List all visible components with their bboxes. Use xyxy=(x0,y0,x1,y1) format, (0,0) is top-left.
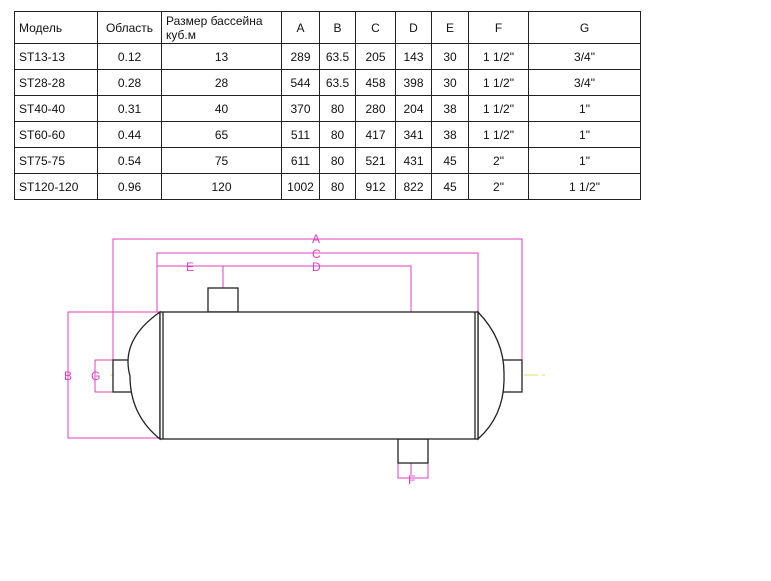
table-cell: 80 xyxy=(319,147,356,174)
bottom-nozzle xyxy=(397,438,429,464)
table-cell: 0.44 xyxy=(97,121,162,148)
header-c: C xyxy=(355,11,396,44)
table-cell: 912 xyxy=(355,173,396,200)
header-g: G xyxy=(528,11,641,44)
label-d: D xyxy=(312,260,321,274)
label-e: E xyxy=(186,260,194,274)
table-cell: 80 xyxy=(319,173,356,200)
table-cell: 1 1/2" xyxy=(468,69,529,96)
table-cell: ST28-28 xyxy=(14,69,98,96)
header-b: B xyxy=(319,11,356,44)
label-g: G xyxy=(91,369,100,383)
header-model: Модель xyxy=(14,11,98,44)
table-cell: 3/4" xyxy=(528,43,641,70)
table-cell: 611 xyxy=(281,147,320,174)
table-cell: 1 1/2" xyxy=(468,43,529,70)
top-nozzle xyxy=(207,287,239,313)
table-cell: 0.96 xyxy=(97,173,162,200)
spec-table: Модель Область Размер бассейна куб.м A B… xyxy=(14,11,641,200)
table-cell: ST120-120 xyxy=(14,173,98,200)
table-header-row: Модель Область Размер бассейна куб.м A B… xyxy=(14,11,641,44)
table-cell: 40 xyxy=(161,95,282,122)
table-cell: 0.12 xyxy=(97,43,162,70)
tank-body xyxy=(159,311,479,440)
label-f: F xyxy=(408,473,415,487)
header-f: F xyxy=(468,11,529,44)
table-cell: 204 xyxy=(395,95,432,122)
table-cell: 30 xyxy=(431,69,469,96)
table-cell: 3/4" xyxy=(528,69,641,96)
table-cell: 431 xyxy=(395,147,432,174)
left-head xyxy=(127,310,161,441)
table-cell: 1" xyxy=(528,121,641,148)
table-cell: ST13-13 xyxy=(14,43,98,70)
label-b: B xyxy=(64,369,72,383)
table-cell: 1 1/2" xyxy=(528,173,641,200)
table-cell: 65 xyxy=(161,121,282,148)
table-cell: 417 xyxy=(355,121,396,148)
table-cell: 280 xyxy=(355,95,396,122)
tank xyxy=(112,287,523,464)
table-cell: 0.31 xyxy=(97,95,162,122)
header-d: D xyxy=(395,11,432,44)
label-c: C xyxy=(312,247,321,261)
table-cell: 521 xyxy=(355,147,396,174)
header-area: Область xyxy=(97,11,162,44)
table-cell: 120 xyxy=(161,173,282,200)
table-cell: 544 xyxy=(281,69,320,96)
table-cell: 2" xyxy=(468,173,529,200)
table-cell: 63.5 xyxy=(319,69,356,96)
table-cell: 28 xyxy=(161,69,282,96)
table-cell: ST60-60 xyxy=(14,121,98,148)
right-head xyxy=(477,310,505,441)
table-cell: 398 xyxy=(395,69,432,96)
table-cell: 341 xyxy=(395,121,432,148)
table-cell: 2" xyxy=(468,147,529,174)
table-cell: 1 1/2" xyxy=(468,95,529,122)
label-a: A xyxy=(312,232,320,246)
